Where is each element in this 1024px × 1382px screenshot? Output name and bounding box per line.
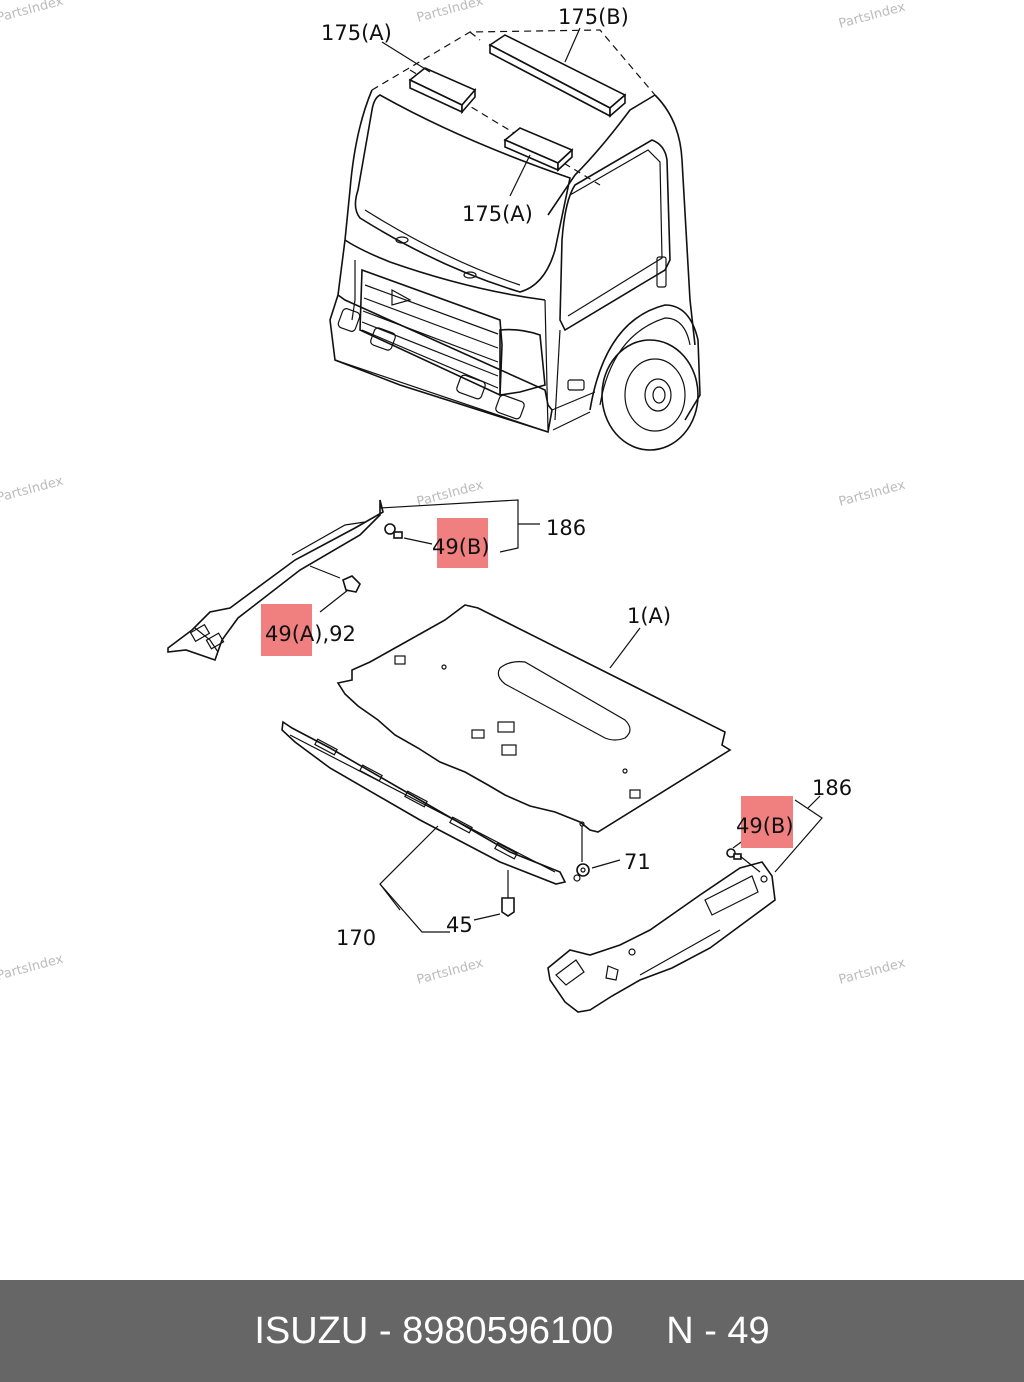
- label-1a: 1(A): [627, 604, 671, 628]
- watermark: PartsIndex: [837, 956, 907, 988]
- interior-parts-drawing: [167, 499, 823, 1013]
- label-49b-top: 49(B): [432, 535, 490, 559]
- label-175a-top: 175(A): [321, 21, 392, 45]
- bolt-45: [473, 870, 515, 921]
- front-rail-170: [281, 720, 581, 885]
- label-49b-bottom: 49(B): [736, 814, 794, 838]
- label-45: 45: [446, 913, 473, 937]
- highlight-49b-bottom: [741, 796, 793, 848]
- part-labels: 175(A) 175(B) 175(A) 186 49(B) 49(A),92 …: [265, 5, 852, 950]
- watermark: PartsIndex: [0, 0, 65, 26]
- truck-cab-drawing: [329, 27, 701, 451]
- highlight-49b-top: [437, 518, 488, 568]
- watermark: PartsIndex: [0, 474, 65, 506]
- screw-71: [576, 859, 621, 877]
- clip-49a: [319, 575, 361, 613]
- watermark: PartsIndex: [0, 952, 65, 984]
- footer-text: ISUZU - 8980596100 N - 49: [254, 1309, 770, 1352]
- highlights: [261, 518, 793, 848]
- label-175a-mid: 175(A): [462, 202, 533, 226]
- label-71: 71: [624, 850, 651, 874]
- label-175b: 175(B): [558, 5, 629, 29]
- watermark: PartsIndex: [837, 478, 907, 510]
- watermark: PartsIndex: [415, 956, 485, 988]
- label-186-top: 186: [546, 516, 586, 540]
- pillar-trim-left: [167, 499, 384, 662]
- roof-marker-175a-mid: [503, 127, 574, 172]
- roof-marker-175b: [488, 34, 627, 118]
- parts-diagram: PartsIndex PartsIndex PartsIndex PartsIn…: [0, 0, 907, 1013]
- roof-marker-175a-left: [408, 67, 477, 115]
- label-49a-92: 49(A),92: [265, 622, 356, 646]
- headliner-1a: [336, 604, 732, 862]
- highlight-49a: [261, 604, 312, 656]
- clip-49b-top: [384, 523, 433, 545]
- watermark: PartsIndex: [415, 0, 485, 26]
- watermark: PartsIndex: [837, 0, 907, 32]
- pillar-trim-right: [547, 861, 776, 1013]
- footer-bar: ISUZU - 8980596100 N - 49: [0, 1280, 1024, 1382]
- label-170: 170: [336, 926, 376, 950]
- label-186-bottom: 186: [812, 776, 852, 800]
